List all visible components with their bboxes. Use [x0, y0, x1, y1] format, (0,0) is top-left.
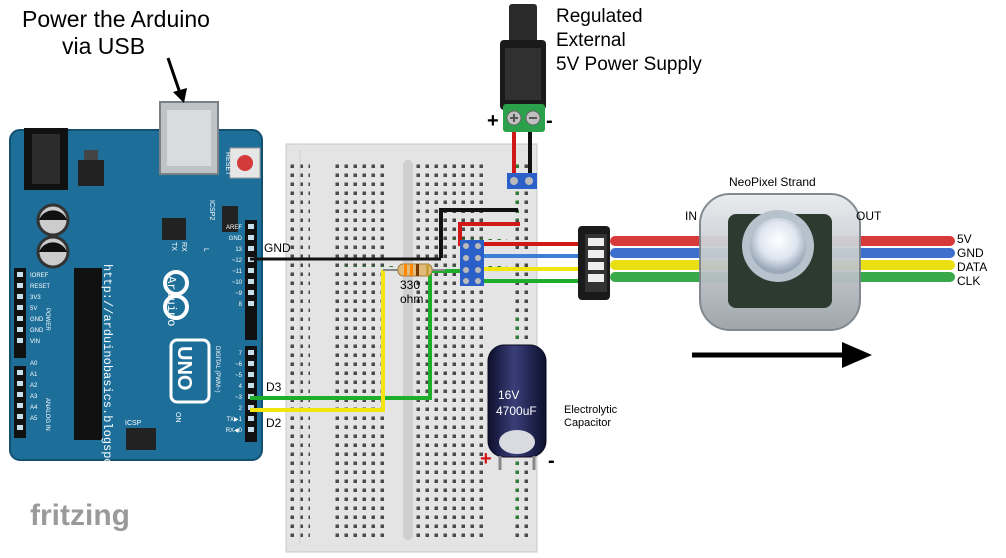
wire-5v-rail — [458, 222, 520, 246]
on-label: ON — [174, 412, 181, 423]
rx-label: RX — [180, 242, 187, 252]
pin-label: GND — [30, 317, 44, 323]
cap-name-line1: Electrolytic — [564, 404, 618, 416]
icsp2-label: ICSP2 — [208, 200, 215, 220]
breadboard-terminal-top — [507, 173, 537, 189]
pin-label: ~9 — [235, 291, 243, 297]
supply-plus-sign: + — [487, 110, 499, 132]
strand-clk-label: CLK — [957, 274, 981, 288]
d2-wire-label: D2 — [266, 416, 282, 430]
supply-minus-sign: - — [546, 110, 553, 132]
pin-dots — [17, 224, 254, 432]
neopixel-out-label: OUT — [856, 209, 882, 223]
electrolytic-capacitor — [487, 344, 547, 470]
jst-connector — [578, 226, 610, 300]
neopixel-in-label: IN — [685, 209, 697, 223]
led-l-label: L — [202, 248, 209, 252]
cap-plus-sign: + — [480, 448, 492, 470]
supply-label-line1: Regulated — [556, 6, 643, 27]
pin-label: GND — [229, 236, 243, 242]
resistor-330-ohm — [383, 263, 445, 277]
pin-label: AREF — [226, 225, 242, 231]
right-pin-labels: AREF GND 13 ~12 ~11 ~10 ~9 8 7 ~6 ~5 4 ~3 2TX▶1RX◀0 — [226, 225, 243, 434]
arrow-down-icon — [166, 57, 183, 97]
d3-wire-label: D3 — [266, 380, 282, 394]
pin-label: GND — [30, 328, 44, 334]
pin-label: 13 — [235, 247, 242, 253]
supply-label-line3: 5V Power Supply — [556, 54, 702, 75]
resistor-unit: ohm — [400, 292, 424, 306]
cap-capacitance: 4700uF — [496, 404, 537, 418]
neopixel-led — [699, 193, 861, 331]
analog-label: ANALOG IN — [44, 398, 50, 431]
strand-gnd-label: GND — [957, 246, 984, 260]
digital-label: DIGITAL (PWM~) — [214, 346, 220, 393]
resistor-value: 330 — [400, 278, 421, 292]
supply-label-line2: External — [556, 30, 626, 51]
breadboard-terminal-block — [460, 240, 484, 286]
strand-data-label: DATA — [957, 260, 988, 274]
pin-label: 5V — [30, 306, 37, 312]
pin-label: A5 — [30, 416, 38, 422]
pin-label: A3 — [30, 394, 38, 400]
pin-label: ~3 — [235, 395, 243, 401]
wire-gnd-rail — [439, 208, 518, 258]
pin-label: IOREF — [30, 273, 49, 279]
icsp-label: ICSP — [125, 420, 142, 427]
usb-label-line2: via USB — [62, 33, 146, 59]
pin-label: 4 — [239, 384, 243, 390]
pin-label: RX◀0 — [226, 428, 243, 434]
tx-label: TX — [170, 242, 177, 251]
neopixel-title: NeoPixel Strand — [729, 175, 816, 189]
pin-label: ~11 — [232, 269, 242, 275]
cap-minus-sign: - — [548, 450, 555, 472]
wire-d2-clock — [250, 270, 385, 412]
pin-label: ~5 — [235, 373, 243, 379]
pin-label: VIN — [30, 339, 40, 345]
pin-label: A4 — [30, 405, 38, 411]
pin-label: A2 — [30, 383, 38, 389]
atmega-chip — [74, 268, 102, 440]
pin-label: 2 — [239, 406, 243, 412]
pin-label: 7 — [239, 351, 243, 357]
pin-label: RESET — [30, 284, 50, 290]
dc-power-jack — [500, 4, 546, 132]
fritzing-watermark: fritzing — [30, 499, 130, 532]
arduino-url: http://arduinobasics.blogspot.com — [100, 264, 114, 502]
arduino-brand: Arduino — [164, 276, 178, 326]
arduino-uno-board — [9, 101, 263, 461]
gnd-wire-label: GND — [264, 241, 291, 255]
pin-label: 3V3 — [30, 295, 41, 301]
arduino-model: UNO — [173, 346, 195, 390]
pin-label: ~10 — [232, 280, 243, 286]
pin-label: TX▶1 — [226, 417, 242, 423]
power-label: POWER — [44, 308, 50, 331]
pin-label: ~12 — [232, 258, 243, 264]
strand-5v-label: 5V — [957, 232, 972, 246]
cap-name-line2: Capacitor — [564, 417, 612, 429]
pin-label: ~6 — [235, 362, 243, 368]
pin-label: 8 — [239, 302, 243, 308]
usb-label-line1: Power the Arduino — [22, 6, 210, 32]
pin-label: A1 — [30, 372, 38, 378]
pin-label: A0 — [30, 361, 38, 367]
reset-label: RESET — [224, 152, 231, 176]
cap-voltage: 16V — [498, 388, 520, 402]
arduino-logo — [163, 270, 189, 320]
